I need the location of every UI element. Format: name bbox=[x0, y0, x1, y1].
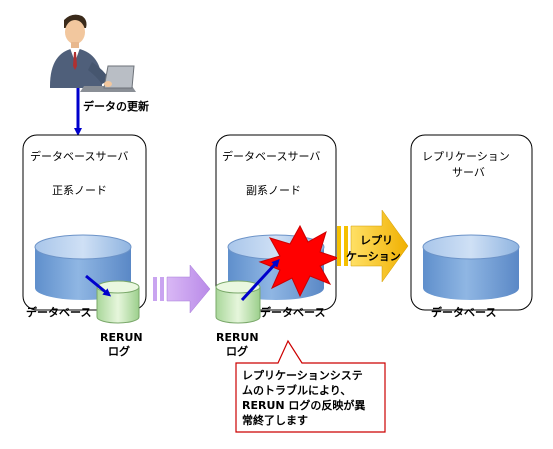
secondary-server-title: データベースサーバ bbox=[222, 149, 320, 163]
replication-arrow bbox=[337, 209, 409, 283]
secondary-log-label-line2: ログ bbox=[226, 344, 248, 358]
replication-db-label: データベース bbox=[431, 305, 496, 319]
user-at-laptop-icon bbox=[50, 14, 136, 92]
replication-server-title-line1: レプリケーション bbox=[422, 150, 510, 163]
primary-log-label-line2: ログ bbox=[108, 344, 130, 358]
secondary-db-label: データベース bbox=[260, 305, 325, 319]
primary-rerun-log-icon bbox=[96, 280, 140, 324]
secondary-rerun-log-icon bbox=[215, 280, 261, 324]
secondary-log-label-line1: RERUN bbox=[216, 331, 259, 344]
error-callout bbox=[235, 339, 386, 433]
replication-arrow-label-line2: ケーション bbox=[346, 250, 401, 263]
log-apply-arrow bbox=[240, 259, 280, 302]
data-update-label: データの更新 bbox=[83, 99, 149, 113]
primary-log-write-arrow bbox=[85, 274, 112, 297]
replication-database-icon bbox=[422, 234, 520, 300]
callout-line-1: レプリケーションシステ bbox=[242, 368, 363, 382]
primary-node-label: 正系ノード bbox=[52, 184, 107, 197]
error-burst-icon bbox=[258, 224, 340, 298]
primary-server-title: データベースサーバ bbox=[30, 149, 128, 163]
replication-arrow-label-line1: レプリ bbox=[360, 233, 393, 247]
callout-line-3: RERUN ログの反映が異 bbox=[242, 398, 365, 412]
primary-log-label-line1: RERUN bbox=[100, 331, 143, 344]
log-transfer-arrow bbox=[153, 264, 211, 314]
primary-db-label: データベース bbox=[26, 305, 91, 319]
secondary-node-label: 副系ノード bbox=[246, 184, 301, 197]
callout-line-2: ムのトラブルにより、 bbox=[242, 383, 351, 397]
replication-server-title-line2: サーバ bbox=[452, 166, 485, 179]
callout-line-4: 常終了します bbox=[242, 413, 308, 427]
